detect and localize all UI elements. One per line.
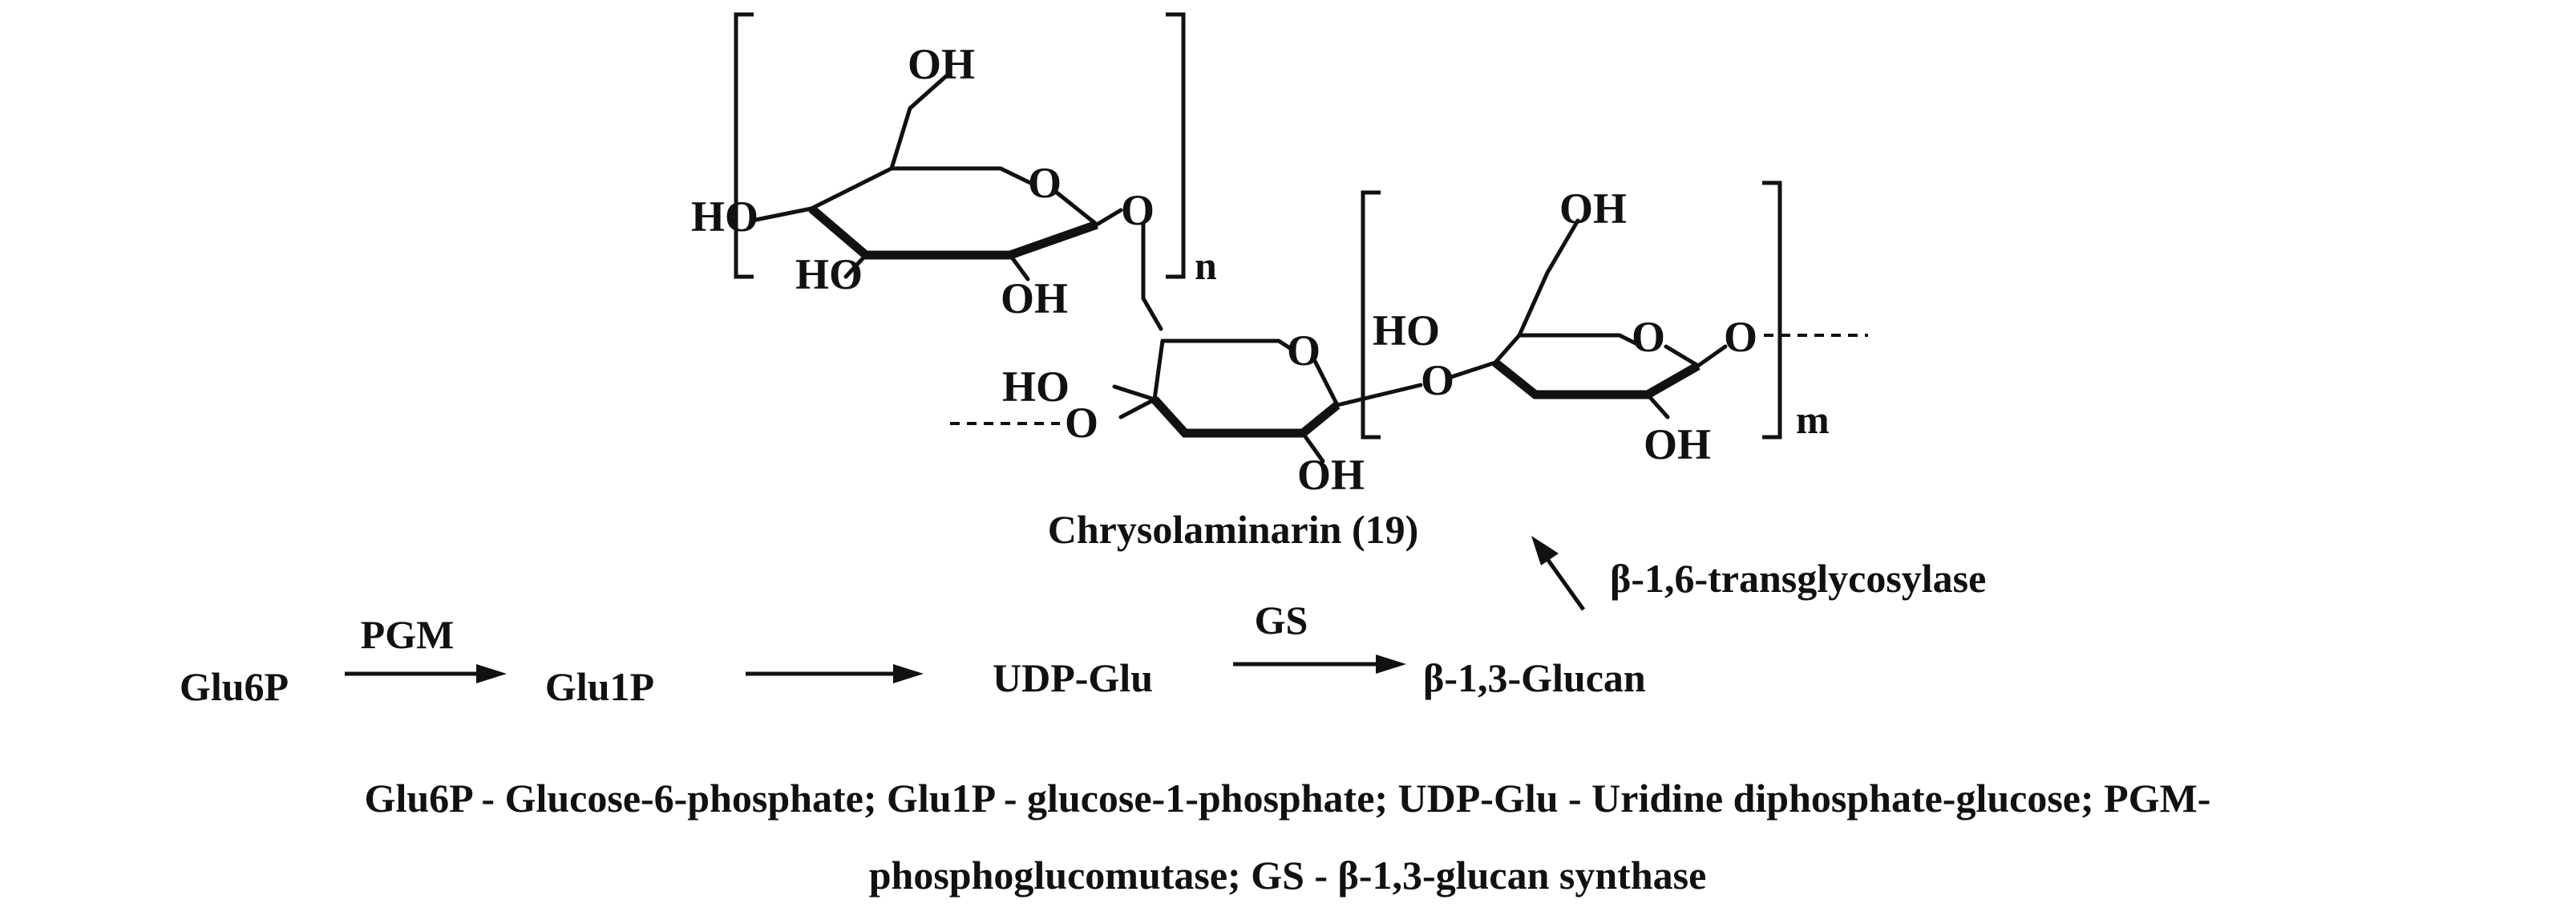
right-c2-oh-bond [1645, 392, 1670, 419]
left-bracket-m [1361, 190, 1381, 440]
middle-c3-o: O [1065, 399, 1098, 447]
arrow-pgm-head [476, 664, 507, 683]
middle-ring-c1-side [1312, 359, 1340, 407]
right-glycosidic-o: O [1724, 313, 1757, 361]
right-ring-c1-side [1664, 344, 1700, 368]
middle-ring-back [1152, 338, 1295, 402]
middle-ring-front [1151, 396, 1341, 438]
right-c6-bond [1517, 218, 1580, 338]
top-glycosidic-bond [1094, 208, 1123, 227]
enzyme-pgm: PGM [361, 612, 455, 657]
metabolite-glu6p: Glu6P [180, 664, 289, 709]
top-c4-ho: HO [691, 193, 758, 241]
middle-c3-o-bond [1118, 397, 1157, 419]
top-ring-back [809, 166, 1033, 211]
right-c4-ho: HO [1373, 306, 1440, 355]
right-glycosidic-o-left: O [1421, 356, 1454, 404]
right-ring-o: O [1632, 313, 1665, 361]
product-glucan: β-1,3-Glucan [1423, 655, 1646, 700]
top-c3-ho: HO [795, 250, 863, 298]
repeat-m: m [1796, 397, 1830, 442]
arrow-gs-head [1376, 655, 1406, 674]
top-c2-oh: OH [1001, 274, 1068, 322]
right-ring-front [1492, 359, 1700, 399]
right-c2-oh: OH [1644, 420, 1711, 468]
right-glycosidic-bond [1696, 344, 1728, 368]
top-glucose-unit: OH O HO O HO OH n [691, 12, 1217, 331]
enzyme-transglycosylase: β-1,6-transglycosylase [1610, 556, 1986, 601]
repeat-n: n [1195, 243, 1217, 288]
right-ring-back [1493, 333, 1638, 365]
top-ring-o: O [1028, 159, 1062, 207]
middle-c2-oh-bond [1300, 431, 1325, 464]
caption-line-2: phosphoglucomutase; GS - β-1,3-glucan sy… [869, 853, 1707, 898]
top-c3-bond [843, 253, 868, 279]
right-glucose-unit: HO O OH O O OH m [1361, 180, 1868, 468]
middle-c4-ho-bond [1112, 384, 1157, 402]
transglycosylase-arrow-shaft [1545, 557, 1586, 611]
top-o-link [1141, 221, 1163, 331]
right-c6-oh: OH [1559, 184, 1627, 233]
right-bracket-m [1762, 180, 1782, 440]
middle-c2-oh: OH [1297, 451, 1365, 499]
arrow-glu1p-udp-head [893, 664, 924, 683]
pathway: β-1,6-transglycosylase Glu6P PGM Glu1P U… [180, 536, 1986, 709]
top-glycosidic-o: O [1121, 186, 1155, 234]
top-ring-front [808, 205, 1098, 260]
compound-name: Chrysolaminarin (19) [1048, 507, 1419, 552]
middle-glycosidic-bond [1335, 383, 1423, 407]
middle-glucose-unit: O HO O OH [950, 326, 1423, 499]
top-c2-bond [1008, 253, 1030, 282]
metabolite-udp-glu: UDP-Glu [993, 655, 1153, 700]
top-ring-c1-side [1054, 190, 1099, 227]
enzyme-gs: GS [1255, 598, 1308, 642]
caption-line-1: Glu6P - Glucose-6-phosphate; Glu1P - glu… [365, 776, 2211, 821]
top-c6-oh: OH [908, 40, 975, 88]
transglycosylase-arrow-head [1531, 536, 1559, 565]
middle-ring-o: O [1287, 326, 1320, 375]
metabolite-glu1p: Glu1P [545, 664, 654, 709]
left-bracket-n [734, 12, 754, 279]
middle-c4-ho: HO [1002, 363, 1070, 411]
right-bracket-n [1166, 12, 1186, 279]
top-c6-bond [889, 74, 948, 171]
right-c3-o-bond [1449, 360, 1498, 379]
top-c4-bond [750, 206, 814, 223]
